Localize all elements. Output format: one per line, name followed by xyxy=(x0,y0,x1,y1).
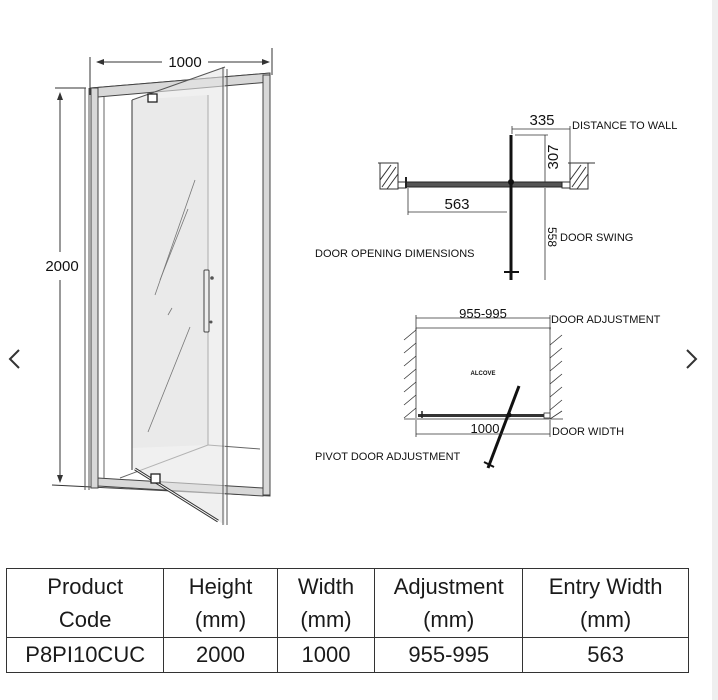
right-wall-hatch xyxy=(549,334,563,420)
header-product-code: Product Code xyxy=(5,568,165,638)
previous-image-button[interactable] xyxy=(3,344,27,374)
door-swing-label: DOOR SWING xyxy=(560,232,633,244)
top-pivot-hinge xyxy=(147,93,158,103)
shower-door-drawing: 1000 2000 xyxy=(45,48,273,525)
distance-to-wall-value: 335 xyxy=(529,112,554,129)
distance-to-wall-label: DISTANCE TO WALL xyxy=(572,120,677,132)
door-handle xyxy=(203,269,214,333)
cell-width: 1000 xyxy=(276,637,376,673)
right-wall xyxy=(568,162,595,190)
cell-adjustment: 955-995 xyxy=(374,637,524,673)
header-entry-width: Entry Width (mm) xyxy=(522,568,689,638)
door-swing-value: 558 xyxy=(545,227,559,247)
door-width-label: DOOR WIDTH xyxy=(552,426,624,438)
adjustment-value: 955-995 xyxy=(459,306,507,321)
height-dimension-label: 2000 xyxy=(45,258,78,275)
depth-value: 307 xyxy=(545,144,562,169)
header-adjustment: Adjustment (mm) xyxy=(374,568,524,638)
door-opening-title: DOOR OPENING DIMENSIONS xyxy=(315,248,475,260)
bottom-pivot-hinge xyxy=(150,473,161,484)
door-opening-diagram: 335 DISTANCE TO WALL 307 563 558 DOOR SW… xyxy=(315,112,677,280)
chevron-left-icon xyxy=(8,349,20,369)
next-image-button[interactable] xyxy=(679,344,703,374)
pivot-adjustment-diagram: 955-995 DOOR ADJUSTMENT ALCOVE xyxy=(315,306,661,469)
pivot-adjustment-title: PIVOT DOOR ADJUSTMENT xyxy=(315,451,461,463)
door-width-value: 1000 xyxy=(471,421,500,436)
specification-table: Product Code Height (mm) Width (mm) Adju… xyxy=(5,568,689,673)
cell-product-code: P8PI10CUC xyxy=(5,637,165,673)
table-row: P8PI10CUC 2000 1000 955-995 563 xyxy=(5,637,689,673)
header-height: Height (mm) xyxy=(163,568,278,638)
door-adjustment-label: DOOR ADJUSTMENT xyxy=(551,314,661,326)
left-wall-hatch xyxy=(403,329,417,419)
width-dimension-label: 1000 xyxy=(168,54,201,71)
scrollbar-track[interactable] xyxy=(712,0,718,700)
entry-width-value: 563 xyxy=(444,196,469,213)
chevron-right-icon xyxy=(686,349,698,369)
cell-height: 2000 xyxy=(163,637,278,673)
header-width: Width (mm) xyxy=(276,568,376,638)
height-dimension: 2000 xyxy=(45,87,93,488)
cell-entry-width: 563 xyxy=(522,637,689,673)
alcove-label: ALCOVE xyxy=(470,371,495,377)
left-wall xyxy=(378,162,399,190)
table-header-row: Product Code Height (mm) Width (mm) Adju… xyxy=(5,568,689,638)
width-dimension: 1000 xyxy=(89,48,273,95)
